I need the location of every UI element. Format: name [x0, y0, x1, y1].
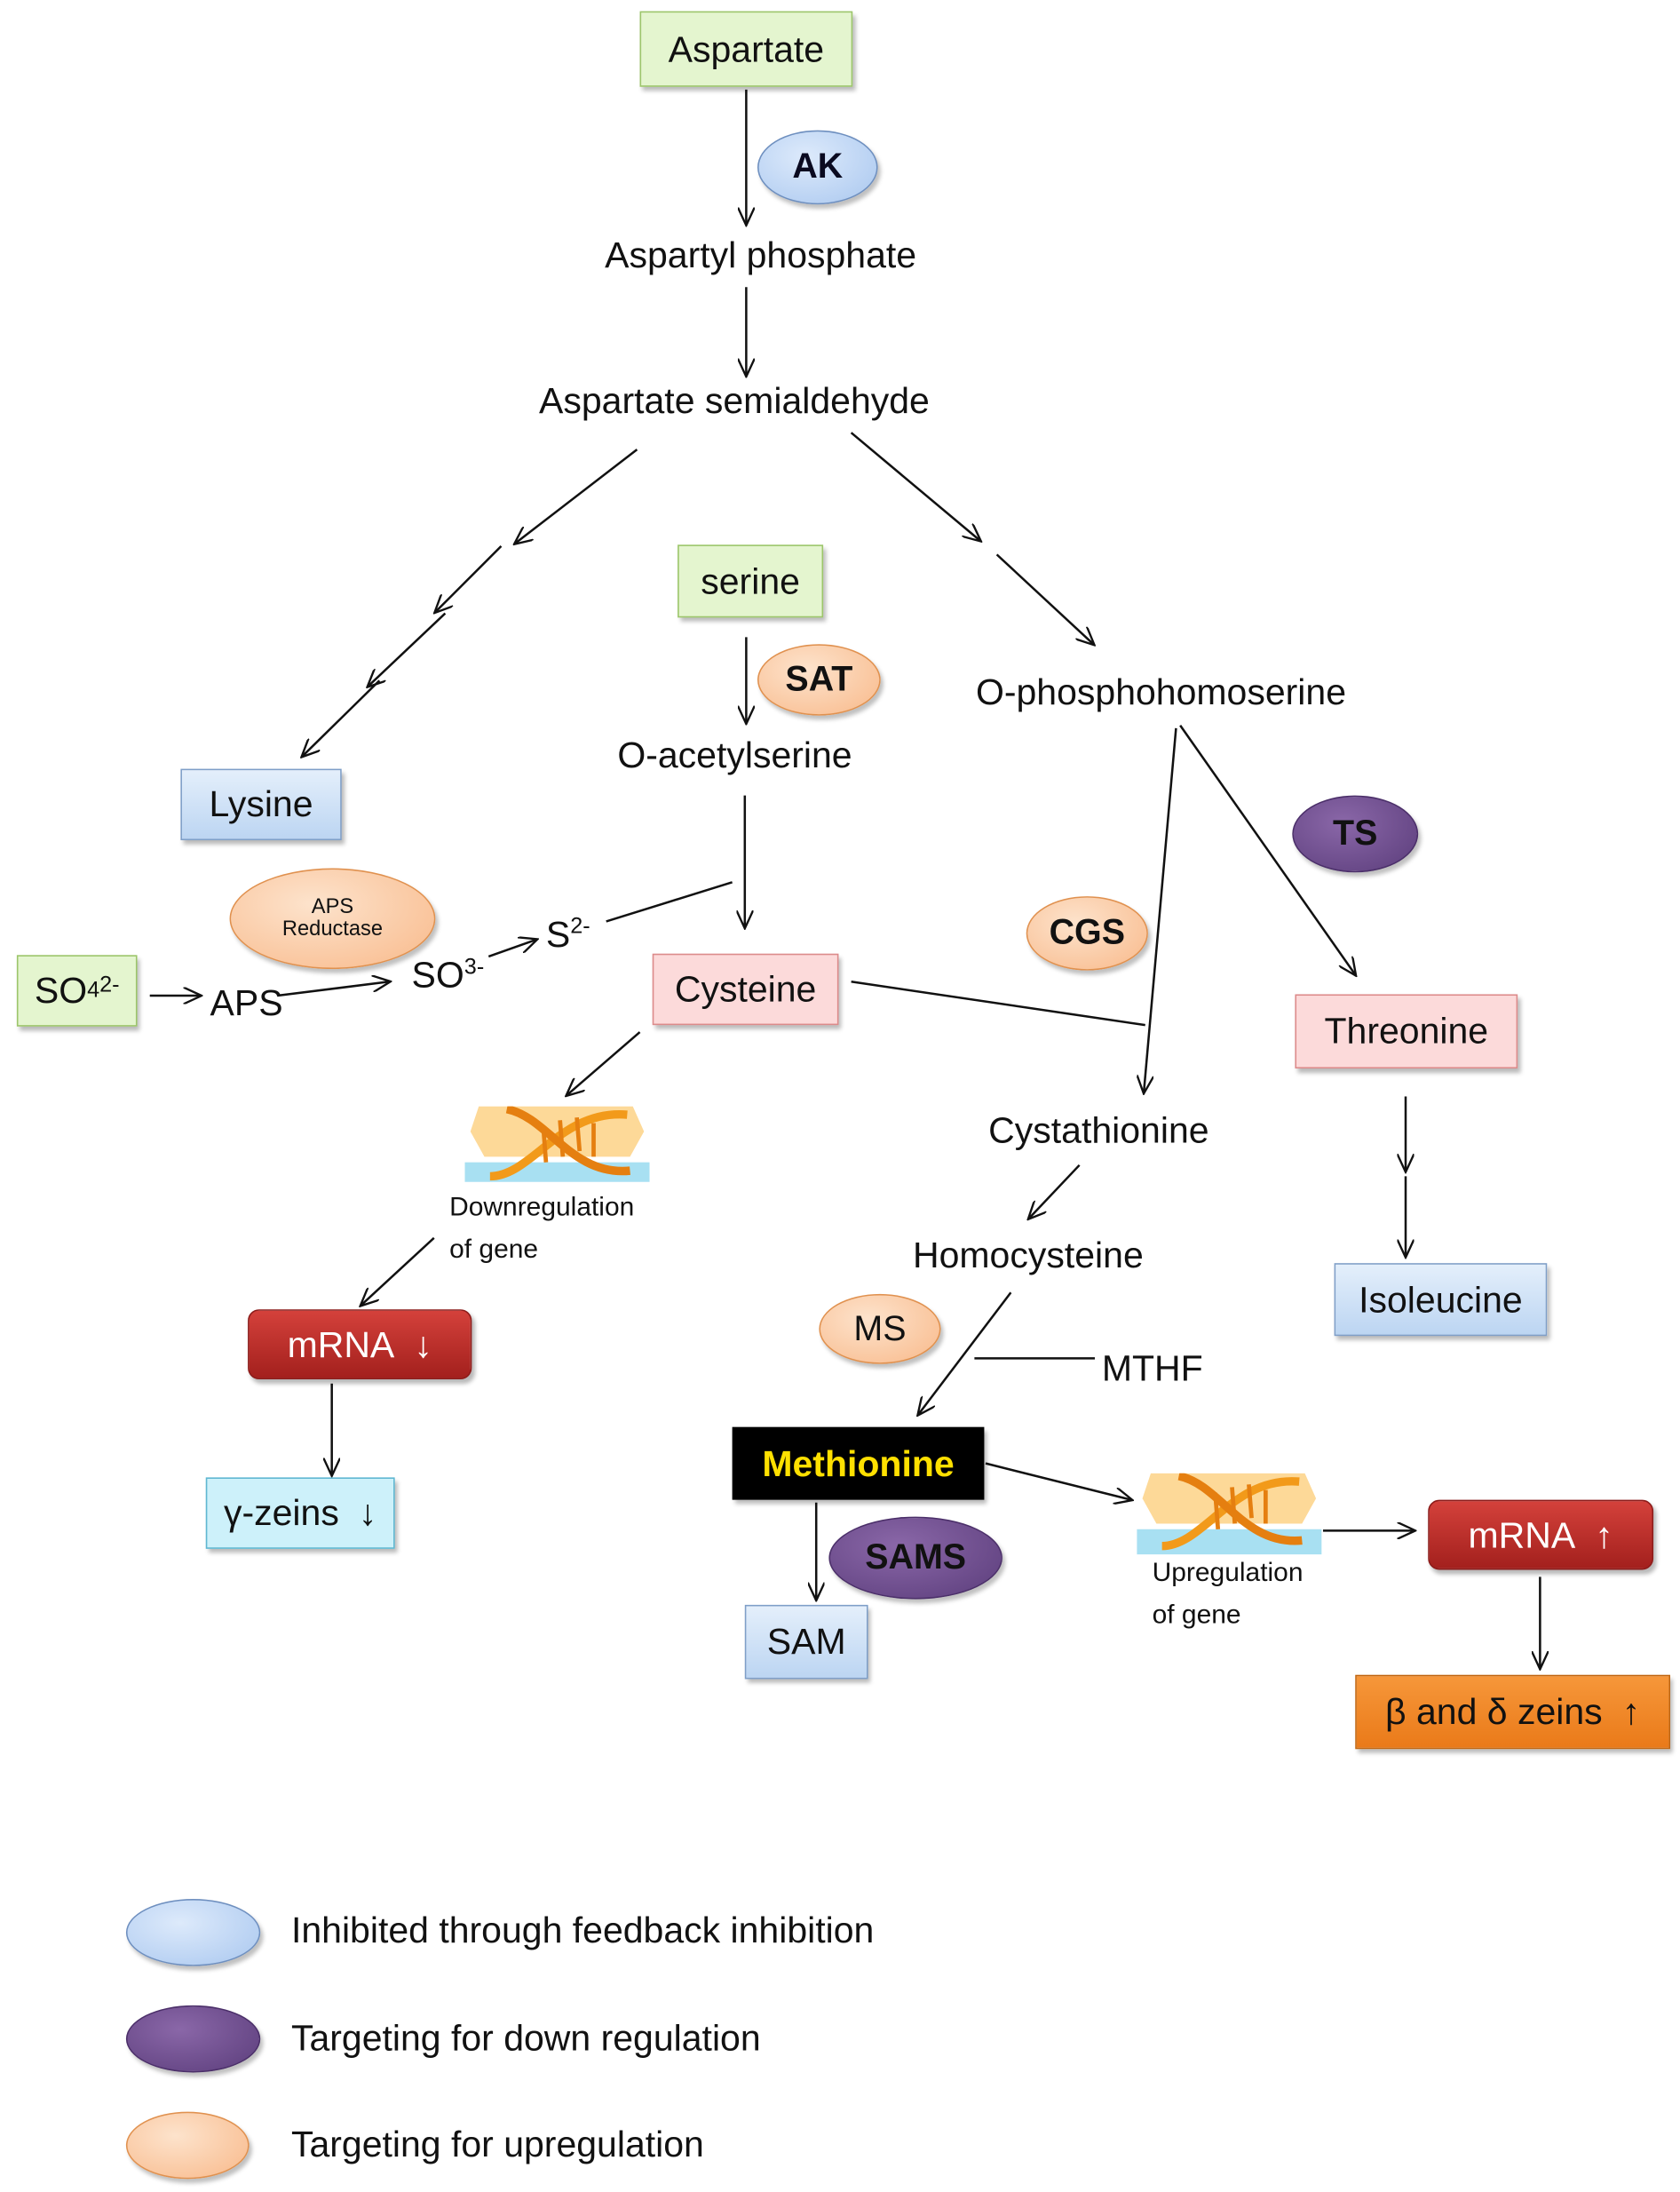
so4-subscript: 4	[87, 978, 100, 1003]
arrow-cystathionine-to-homocysteine	[1029, 1164, 1081, 1219]
arrow-up-icon: ↑	[1595, 1513, 1613, 1555]
arrow-semialdehyde-to-lysine-2	[435, 545, 503, 612]
enzyme-sams: SAMS	[828, 1516, 1002, 1600]
arrow-semialdehyde-to-lysine-4	[303, 679, 381, 756]
dna-downregulation-icon	[464, 1106, 650, 1182]
upregulation-label-line2: of gene	[1152, 1600, 1241, 1631]
arrow-cysteine-to-downregulation	[567, 1031, 641, 1095]
mrna-down-label: mRNA	[287, 1322, 395, 1365]
upregulation-label-line1: Upregulation	[1152, 1558, 1304, 1588]
enzyme-ts: TS	[1292, 795, 1419, 873]
arrow-ophs-to-threonine	[1179, 725, 1355, 975]
enzyme-aps-reductase: APS Reductase	[229, 868, 436, 970]
node-homocysteine: Homocysteine	[913, 1234, 1144, 1276]
line-cysteine-to-cystathionine	[851, 981, 1145, 1027]
so4-text: SO	[34, 969, 88, 1012]
node-cysteine: Cysteine	[652, 953, 839, 1026]
enzyme-sat: SAT	[757, 644, 881, 716]
node-o-phosphohomoserine: O-phosphohomoserine	[975, 671, 1346, 713]
legend-label-down-regulation: Targeting for down regulation	[290, 2016, 761, 2059]
arrow-so3-to-s2	[487, 940, 536, 958]
downregulation-label-line1: Downregulation	[449, 1193, 635, 1223]
arrow-semialdehyde-to-lysine-1	[515, 449, 638, 544]
legend-label-upregulation: Targeting for upregulation	[290, 2123, 704, 2165]
so3-superscript: 3-	[464, 955, 485, 980]
mrna-up-box: mRNA ↑	[1428, 1499, 1654, 1570]
node-so3: SO3-	[412, 954, 485, 997]
dna-upregulation-icon	[1137, 1473, 1322, 1555]
beta-delta-zeins-label: β and δ zeins	[1384, 1690, 1603, 1733]
legend-swatch-upregulation	[125, 2111, 250, 2180]
node-sulfide: S2-	[546, 913, 590, 957]
arrow-up-icon: ↑	[1621, 1690, 1641, 1733]
node-methionine: Methionine	[732, 1426, 985, 1500]
arrow-methionine-to-upregulation	[985, 1462, 1131, 1500]
legend-label-feedback-inhibition: Inhibited through feedback inhibition	[290, 1909, 875, 1951]
node-mthf: MTHF	[1101, 1346, 1203, 1390]
node-aps: APS	[210, 981, 283, 1024]
arrow-semialdehyde-to-ophs-1	[850, 432, 980, 540]
s2-text: S	[545, 913, 571, 956]
node-o-acetylserine: O-acetylserine	[617, 734, 852, 776]
node-aspartate: Aspartate	[639, 11, 853, 87]
arrow-semialdehyde-to-ophs-2	[995, 553, 1094, 644]
mrna-down-box: mRNA ↓	[248, 1309, 472, 1380]
node-sam: SAM	[744, 1604, 868, 1680]
arrow-down-icon: ↓	[414, 1322, 432, 1365]
node-isoleucine: Isoleucine	[1334, 1263, 1548, 1337]
line-sulfide-to-cysteine	[606, 881, 733, 923]
aps-reductase-line2: Reductase	[281, 917, 384, 941]
gamma-zeins-box: γ-zeins ↓	[205, 1477, 395, 1549]
mrna-up-label: mRNA	[1468, 1513, 1576, 1555]
arrow-homocysteine-to-methionine	[918, 1291, 1012, 1414]
node-threonine: Threonine	[1295, 994, 1518, 1069]
node-aspartate-semialdehyde: Aspartate semialdehyde	[539, 379, 930, 422]
node-lysine: Lysine	[180, 768, 342, 841]
node-aspartyl-phosphate: Aspartyl phosphate	[605, 234, 917, 276]
gamma-zeins-label: γ-zeins	[223, 1491, 339, 1534]
arrow-ophs-to-cystathionine	[1144, 727, 1177, 1092]
downregulation-label-line2: of gene	[449, 1235, 539, 1265]
legend-swatch-down-regulation	[125, 2005, 261, 2073]
arrow-semialdehyde-to-lysine-3	[368, 612, 447, 687]
legend-swatch-feedback-inhibition	[125, 1899, 261, 1966]
s2-superscript: 2-	[570, 915, 590, 939]
aps-reductase-line1: APS	[311, 894, 354, 919]
enzyme-ms: MS	[819, 1293, 941, 1364]
arrow-down-icon: ↓	[358, 1491, 377, 1534]
beta-delta-zeins-box: β and δ zeins ↑	[1355, 1674, 1671, 1750]
node-cystathionine: Cystathionine	[988, 1108, 1209, 1152]
arrow-downregulation-to-mrna	[361, 1236, 435, 1306]
so4-superscript: 2-	[99, 973, 120, 997]
arrow-aps-to-so3	[277, 981, 389, 997]
enzyme-ak: AK	[757, 130, 878, 205]
enzyme-cgs: CGS	[1026, 896, 1148, 971]
node-serine: serine	[678, 544, 824, 618]
so3-text: SO	[411, 953, 464, 997]
